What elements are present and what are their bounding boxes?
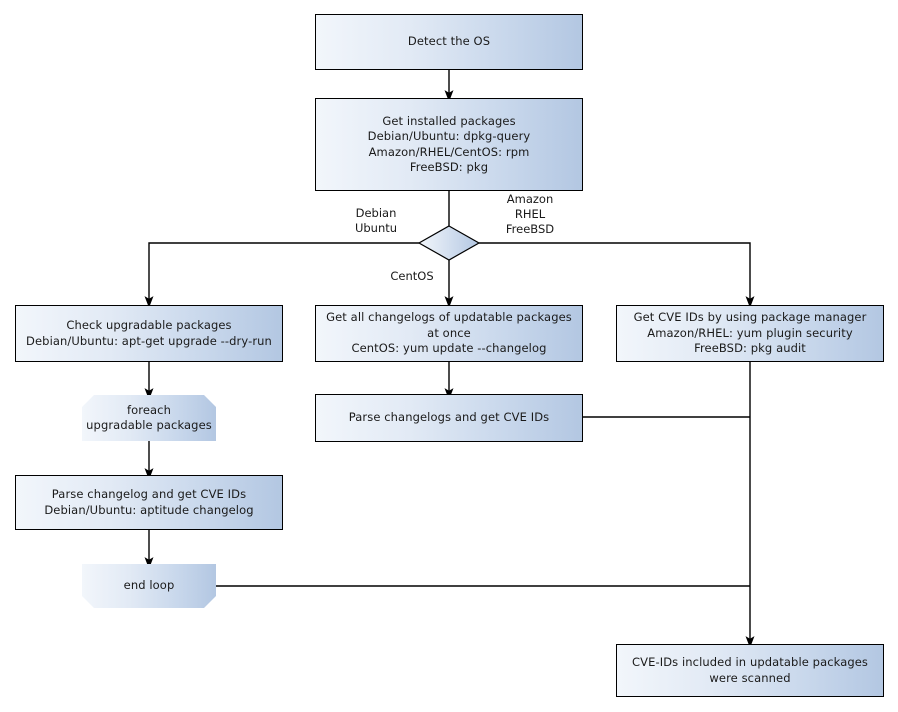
os-decision-diamond (417, 225, 481, 261)
node-detect-os-label: Detect the OS (407, 34, 491, 49)
node-parse-changelog-cve[interactable]: Parse changelog and get CVE IDs Debian/U… (15, 475, 283, 530)
node-get-all-changelogs-label: Get all changelogs of updatable packages… (326, 310, 572, 356)
node-foreach-loop[interactable]: foreach upgradable packages (82, 395, 216, 441)
node-parse-changelog-cve-label: Parse changelog and get CVE IDs Debian/U… (44, 487, 254, 517)
node-parse-changelogs-cve-label: Parse changelogs and get CVE IDs (348, 410, 550, 425)
node-get-installed-packages[interactable]: Get installed packages Debian/Ubuntu: dp… (315, 98, 583, 191)
node-check-upgradable[interactable]: Check upgradable packages Debian/Ubuntu:… (15, 305, 283, 362)
loop-end-shape (82, 564, 216, 608)
node-scan-complete-label: CVE-IDs included in updatable packages w… (631, 655, 869, 685)
loop-start-shape (82, 395, 216, 441)
edge-decision-debian (144, 242, 419, 308)
node-check-upgradable-label: Check upgradable packages Debian/Ubuntu:… (26, 318, 272, 348)
node-parse-changelogs-cve[interactable]: Parse changelogs and get CVE IDs (315, 394, 583, 442)
node-get-installed-packages-label: Get installed packages Debian/Ubuntu: dp… (367, 113, 531, 175)
node-foreach-loop-label: foreach upgradable packages (86, 402, 212, 433)
node-detect-os[interactable]: Detect the OS (315, 14, 583, 70)
node-scan-complete[interactable]: CVE-IDs included in updatable packages w… (616, 644, 884, 697)
edge-label-amazon-rhel-freebsd: Amazon RHEL FreeBSD (505, 192, 555, 236)
edge-label-debian-ubuntu: Debian Ubuntu (354, 206, 398, 235)
node-get-cve-ids-pkgmgr-label: Get CVE IDs by using package manager Ama… (633, 310, 867, 356)
edge-decision-amazon (479, 242, 755, 308)
node-end-loop-label: end loop (123, 578, 175, 593)
node-get-cve-ids-pkgmgr[interactable]: Get CVE IDs by using package manager Ama… (616, 305, 884, 362)
node-end-loop[interactable]: end loop (82, 564, 216, 608)
edge-label-centos: CentOS (390, 269, 434, 283)
node-get-all-changelogs[interactable]: Get all changelogs of updatable packages… (315, 305, 583, 362)
